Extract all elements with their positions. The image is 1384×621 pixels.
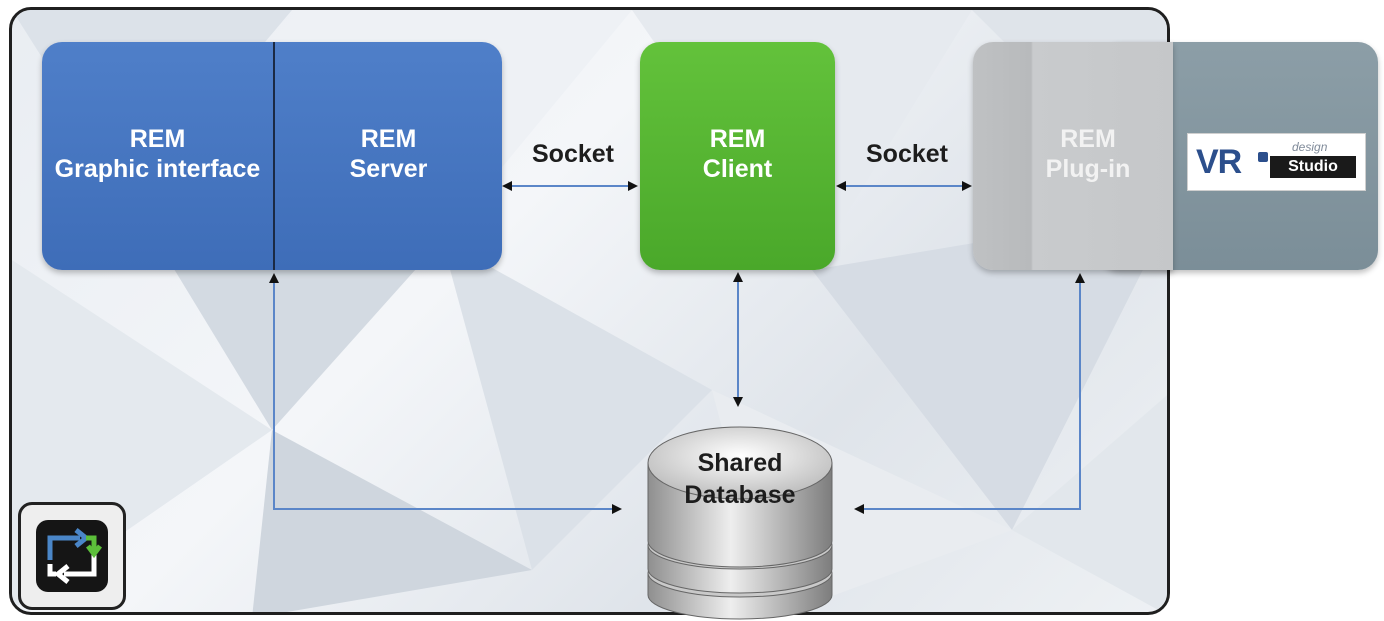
logo-dot bbox=[1258, 152, 1268, 162]
gui-line1: REM bbox=[129, 125, 186, 153]
shared-database: Shared Database bbox=[640, 423, 840, 621]
logo-vr: VR bbox=[1196, 143, 1242, 181]
arrow-plugin-database bbox=[854, 273, 1085, 514]
logo-design: design bbox=[1292, 140, 1328, 154]
sync-arrows-icon bbox=[36, 520, 108, 592]
arrow-server-database bbox=[269, 273, 622, 514]
rem-graphic-interface: REM Graphic interface bbox=[42, 124, 273, 184]
rem-gui-server-box: REM Graphic interface REM Server bbox=[42, 42, 502, 270]
rem-client-box: REM Client bbox=[640, 42, 835, 270]
vr-design-studio-logo: VR design Studio bbox=[1187, 133, 1366, 191]
database-icon bbox=[647, 426, 833, 620]
gui-line2: Graphic interface bbox=[54, 155, 261, 183]
rem-plugin-box: REM Plug-in bbox=[973, 42, 1173, 270]
plugin-line1: REM bbox=[1060, 125, 1116, 153]
rem-server: REM Server bbox=[275, 124, 502, 184]
box-divider bbox=[273, 42, 275, 270]
plugin-line2: Plug-in bbox=[1045, 155, 1131, 183]
database-line1: Shared bbox=[697, 449, 783, 477]
database-line2: Database bbox=[684, 481, 796, 509]
socket-label-left: Socket bbox=[532, 140, 614, 168]
server-line1: REM bbox=[360, 125, 417, 153]
socket-label-right: Socket bbox=[866, 140, 948, 168]
app-icon bbox=[18, 502, 126, 610]
client-line2: Client bbox=[702, 155, 773, 183]
logo-studio: Studio bbox=[1270, 156, 1356, 178]
server-line2: Server bbox=[349, 155, 428, 183]
client-line1: REM bbox=[709, 125, 766, 153]
